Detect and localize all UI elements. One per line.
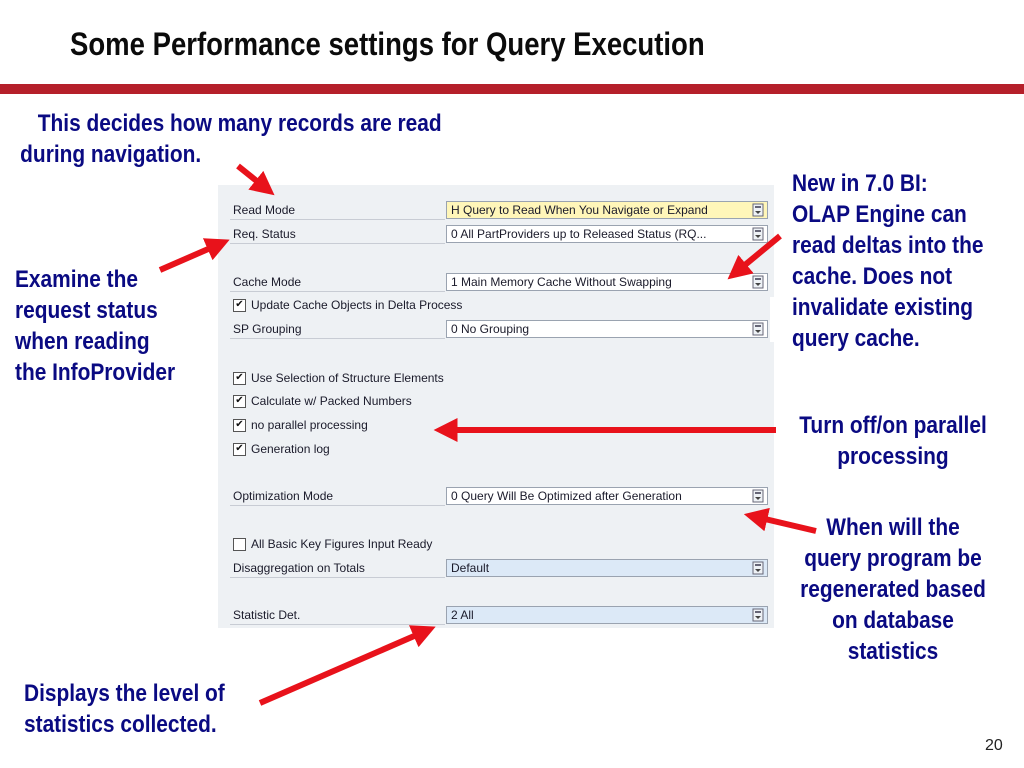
annotation-line: when reading [15,328,150,355]
annotation-line: invalidate existing [792,294,974,321]
dropdown-icon[interactable] [751,489,765,503]
annotation-line: read deltas into the [792,232,984,259]
annotation-line: query program be [804,545,982,572]
read-mode-row: Read Mode H Query to Read When You Navig… [226,201,768,220]
optimization-mode-row: Optimization Mode 0 Query Will Be Optimi… [226,487,768,506]
annotation-request-status: Examine the request status when reading … [15,264,199,388]
statistic-det-value: 2 All [451,608,474,622]
generation-log-label: Generation log [251,442,330,456]
optimization-mode-value: 0 Query Will Be Optimized after Generati… [451,489,682,503]
annotation-line: Turn off/on parallel [799,412,987,439]
disaggregation-label: Disaggregation on Totals [233,561,365,575]
generation-log-row: ✔ Generation log [226,441,768,460]
cache-mode-select[interactable]: 1 Main Memory Cache Without Swapping [446,273,768,291]
sp-grouping-row: SP Grouping 0 No Grouping [226,320,768,339]
read-mode-label: Read Mode [233,203,296,217]
dropdown-icon[interactable] [751,608,765,622]
read-mode-select[interactable]: H Query to Read When You Navigate or Exp… [446,201,768,219]
statistic-det-row: Statistic Det. 2 All [226,606,768,625]
input-ready-checkbox[interactable] [233,538,246,551]
annotation-statistics: Displays the level of statistics collect… [24,678,255,740]
req-status-value: 0 All PartProviders up to Released Statu… [451,227,707,241]
no-parallel-row: ✔ no parallel processing [226,417,768,436]
no-parallel-label: no parallel processing [251,418,368,432]
disaggregation-select[interactable]: Default [446,559,768,577]
panel-gap [770,297,778,342]
dropdown-icon[interactable] [751,561,765,575]
row-divider [230,624,445,625]
req-status-select[interactable]: 0 All PartProviders up to Released Statu… [446,225,768,243]
read-mode-value: H Query to Read When You Navigate or Exp… [451,203,708,217]
row-divider [230,243,445,244]
generation-log-checkbox[interactable]: ✔ [233,443,246,456]
annotation-line: the InfoProvider [15,359,176,386]
annotation-parallel: Turn off/on parallel processing [780,410,1006,472]
cache-mode-label: Cache Mode [233,275,302,289]
dropdown-icon[interactable] [751,275,765,289]
query-properties-panel [218,185,774,628]
dropdown-icon[interactable] [751,322,765,336]
annotation-line: statistics collected. [24,711,217,738]
annotation-line: This decides how many records are read [37,110,442,137]
annotation-line: When will the [826,514,960,541]
row-divider [230,291,445,292]
row-divider [230,577,445,578]
page-number: 20 [985,737,1003,754]
annotation-line: Examine the [15,266,139,293]
cache-mode-value: 1 Main Memory Cache Without Swapping [451,275,672,289]
update-cache-checkbox[interactable]: ✔ [233,299,246,312]
annotation-line: Displays the level of [24,680,225,707]
no-parallel-checkbox[interactable]: ✔ [233,419,246,432]
statistic-det-label: Statistic Det. [233,608,301,622]
use-selection-row: ✔ Use Selection of Structure Elements [226,370,768,389]
use-selection-label: Use Selection of Structure Elements [251,371,444,385]
optimization-mode-label: Optimization Mode [233,489,334,503]
disaggregation-row: Disaggregation on Totals Default [226,559,768,578]
input-ready-label: All Basic Key Figures Input Ready [251,537,433,551]
packed-numbers-row: ✔ Calculate w/ Packed Numbers [226,393,768,412]
statistic-det-select[interactable]: 2 All [446,606,768,624]
packed-numbers-checkbox[interactable]: ✔ [233,395,246,408]
cache-mode-row: Cache Mode 1 Main Memory Cache Without S… [226,273,768,292]
sp-grouping-label: SP Grouping [233,322,302,336]
packed-numbers-label: Calculate w/ Packed Numbers [251,394,412,408]
annotation-line: cache. Does not [792,263,953,290]
req-status-label: Req. Status [233,227,296,241]
arrow-statistics [258,625,436,706]
row-divider [230,219,445,220]
annotation-line: statistics [847,638,939,665]
disaggregation-value: Default [451,561,490,575]
dropdown-icon[interactable] [751,203,765,217]
title-rule [0,84,1024,94]
update-cache-label: Update Cache Objects in Delta Process [251,298,463,312]
arrow-optimization [743,507,817,534]
req-status-row: Req. Status 0 All PartProviders up to Re… [226,225,768,244]
arrow-read-mode [236,163,275,196]
dropdown-icon[interactable] [751,227,765,241]
arrow-req-status [158,238,230,273]
annotation-line: during navigation. [20,141,202,168]
annotation-line: OLAP Engine can [792,201,967,228]
input-ready-row: All Basic Key Figures Input Ready [226,536,768,555]
sp-grouping-value: 0 No Grouping [451,322,530,336]
slide-title: Some Performance settings for Query Exec… [70,26,705,62]
annotation-line: request status [15,297,158,324]
use-selection-checkbox[interactable]: ✔ [233,372,246,385]
annotation-read-mode: This decides how many records are read d… [8,108,466,170]
optimization-mode-select[interactable]: 0 Query Will Be Optimized after Generati… [446,487,768,505]
annotation-line: query cache. [792,325,920,352]
sp-grouping-select[interactable]: 0 No Grouping [446,320,768,338]
annotation-cache: New in 7.0 BI: OLAP Engine can read delt… [792,168,1012,354]
annotation-line: processing [837,443,949,470]
update-cache-row: ✔ Update Cache Objects in Delta Process [226,297,768,316]
annotation-line: New in 7.0 BI: [792,170,928,197]
annotation-optimization: When will the query program be regenerat… [780,512,1006,667]
row-divider [230,338,445,339]
annotation-line: on database [832,607,954,634]
arrow-cache-mode [727,233,782,280]
annotation-line: regenerated based [800,576,986,603]
row-divider [230,505,445,506]
